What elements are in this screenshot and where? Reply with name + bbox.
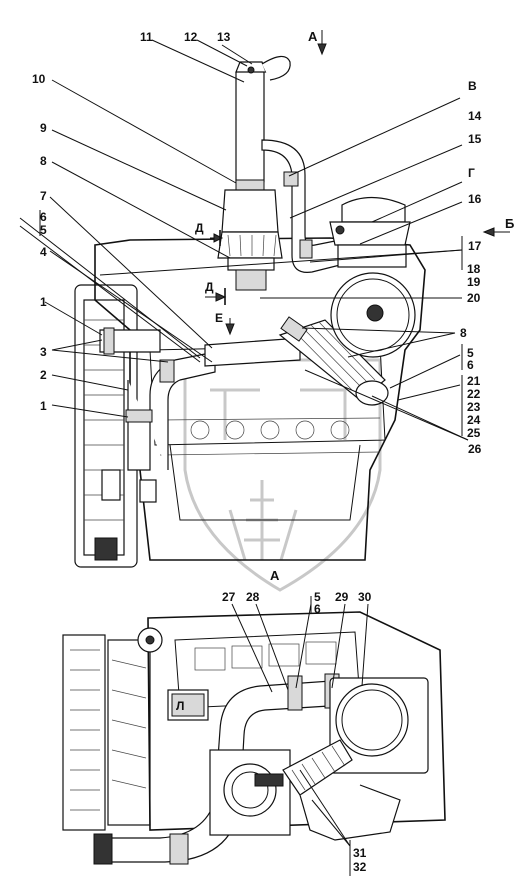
watermark-logo: [183, 358, 382, 592]
callout-5-bottom: 5: [314, 590, 321, 604]
callout-10: 10: [32, 72, 46, 86]
callout-9: 9: [40, 121, 47, 135]
callout-labels: 11 12 13 10 9 8 7 6 5 4 1 3 2 1 А В 14 1…: [32, 29, 514, 874]
callout-11: 11: [140, 30, 153, 44]
connecting-pipe: [204, 316, 389, 406]
callout-12: 12: [184, 30, 198, 44]
callout-23: 23: [467, 400, 481, 414]
callout-8-top: 8: [40, 154, 47, 168]
callout-4: 4: [40, 245, 47, 259]
view-label-b: Б: [505, 216, 514, 231]
callout-22: 22: [467, 387, 481, 401]
callout-17: 17: [468, 239, 482, 253]
callout-29: 29: [335, 590, 349, 604]
section-label-d1: Д: [195, 221, 204, 235]
bottom-view-drawing: [62, 611, 446, 865]
leader-lines-bottom: [231, 603, 369, 847]
callout-6-top: 6: [40, 210, 47, 224]
callout-15: 15: [468, 132, 482, 146]
precleaner: [329, 196, 411, 268]
section-label-d2: Д: [205, 280, 214, 294]
section-label-v: В: [468, 79, 477, 93]
callout-31: 31: [353, 846, 367, 860]
callout-24: 24: [467, 413, 481, 427]
section-label-g: Г: [468, 166, 475, 180]
section-label-e: Е: [215, 311, 223, 325]
callout-18: 18: [467, 262, 481, 276]
callout-2: 2: [40, 368, 47, 382]
callout-28: 28: [246, 590, 260, 604]
view-label-a-arrow: А: [308, 29, 318, 44]
section-label-l: Л: [176, 699, 184, 713]
callout-1-bottom: 1: [40, 399, 47, 413]
view-label-a-caption: А: [270, 568, 280, 583]
air-cleaner-round: [330, 272, 416, 358]
leader-lines-top: [19, 39, 469, 441]
callout-8-right: 8: [460, 326, 467, 340]
callout-27: 27: [222, 590, 236, 604]
top-view-drawing: [74, 55, 426, 568]
callout-30: 30: [358, 590, 372, 604]
callout-26: 26: [468, 442, 482, 456]
callout-13: 13: [217, 30, 231, 44]
callout-20: 20: [467, 291, 481, 305]
callout-6-bottom: 6: [314, 602, 321, 616]
callout-19: 19: [467, 275, 481, 289]
callout-5-top: 5: [40, 223, 47, 237]
callout-7: 7: [40, 189, 47, 203]
callout-21: 21: [467, 374, 481, 388]
callout-3: 3: [40, 345, 47, 359]
callout-16: 16: [468, 192, 482, 206]
callout-6-right: 6: [467, 358, 474, 372]
callout-32: 32: [353, 860, 367, 874]
view-arrows: [205, 30, 510, 336]
intake-bend-pipe: [261, 139, 341, 273]
callout-14: 14: [468, 109, 482, 123]
callout-25: 25: [467, 426, 481, 440]
callout-5-right: 5: [467, 346, 474, 360]
intake-hose-left: [99, 327, 216, 471]
air-filter-column: [217, 55, 291, 291]
callout-1-top: 1: [40, 295, 47, 309]
